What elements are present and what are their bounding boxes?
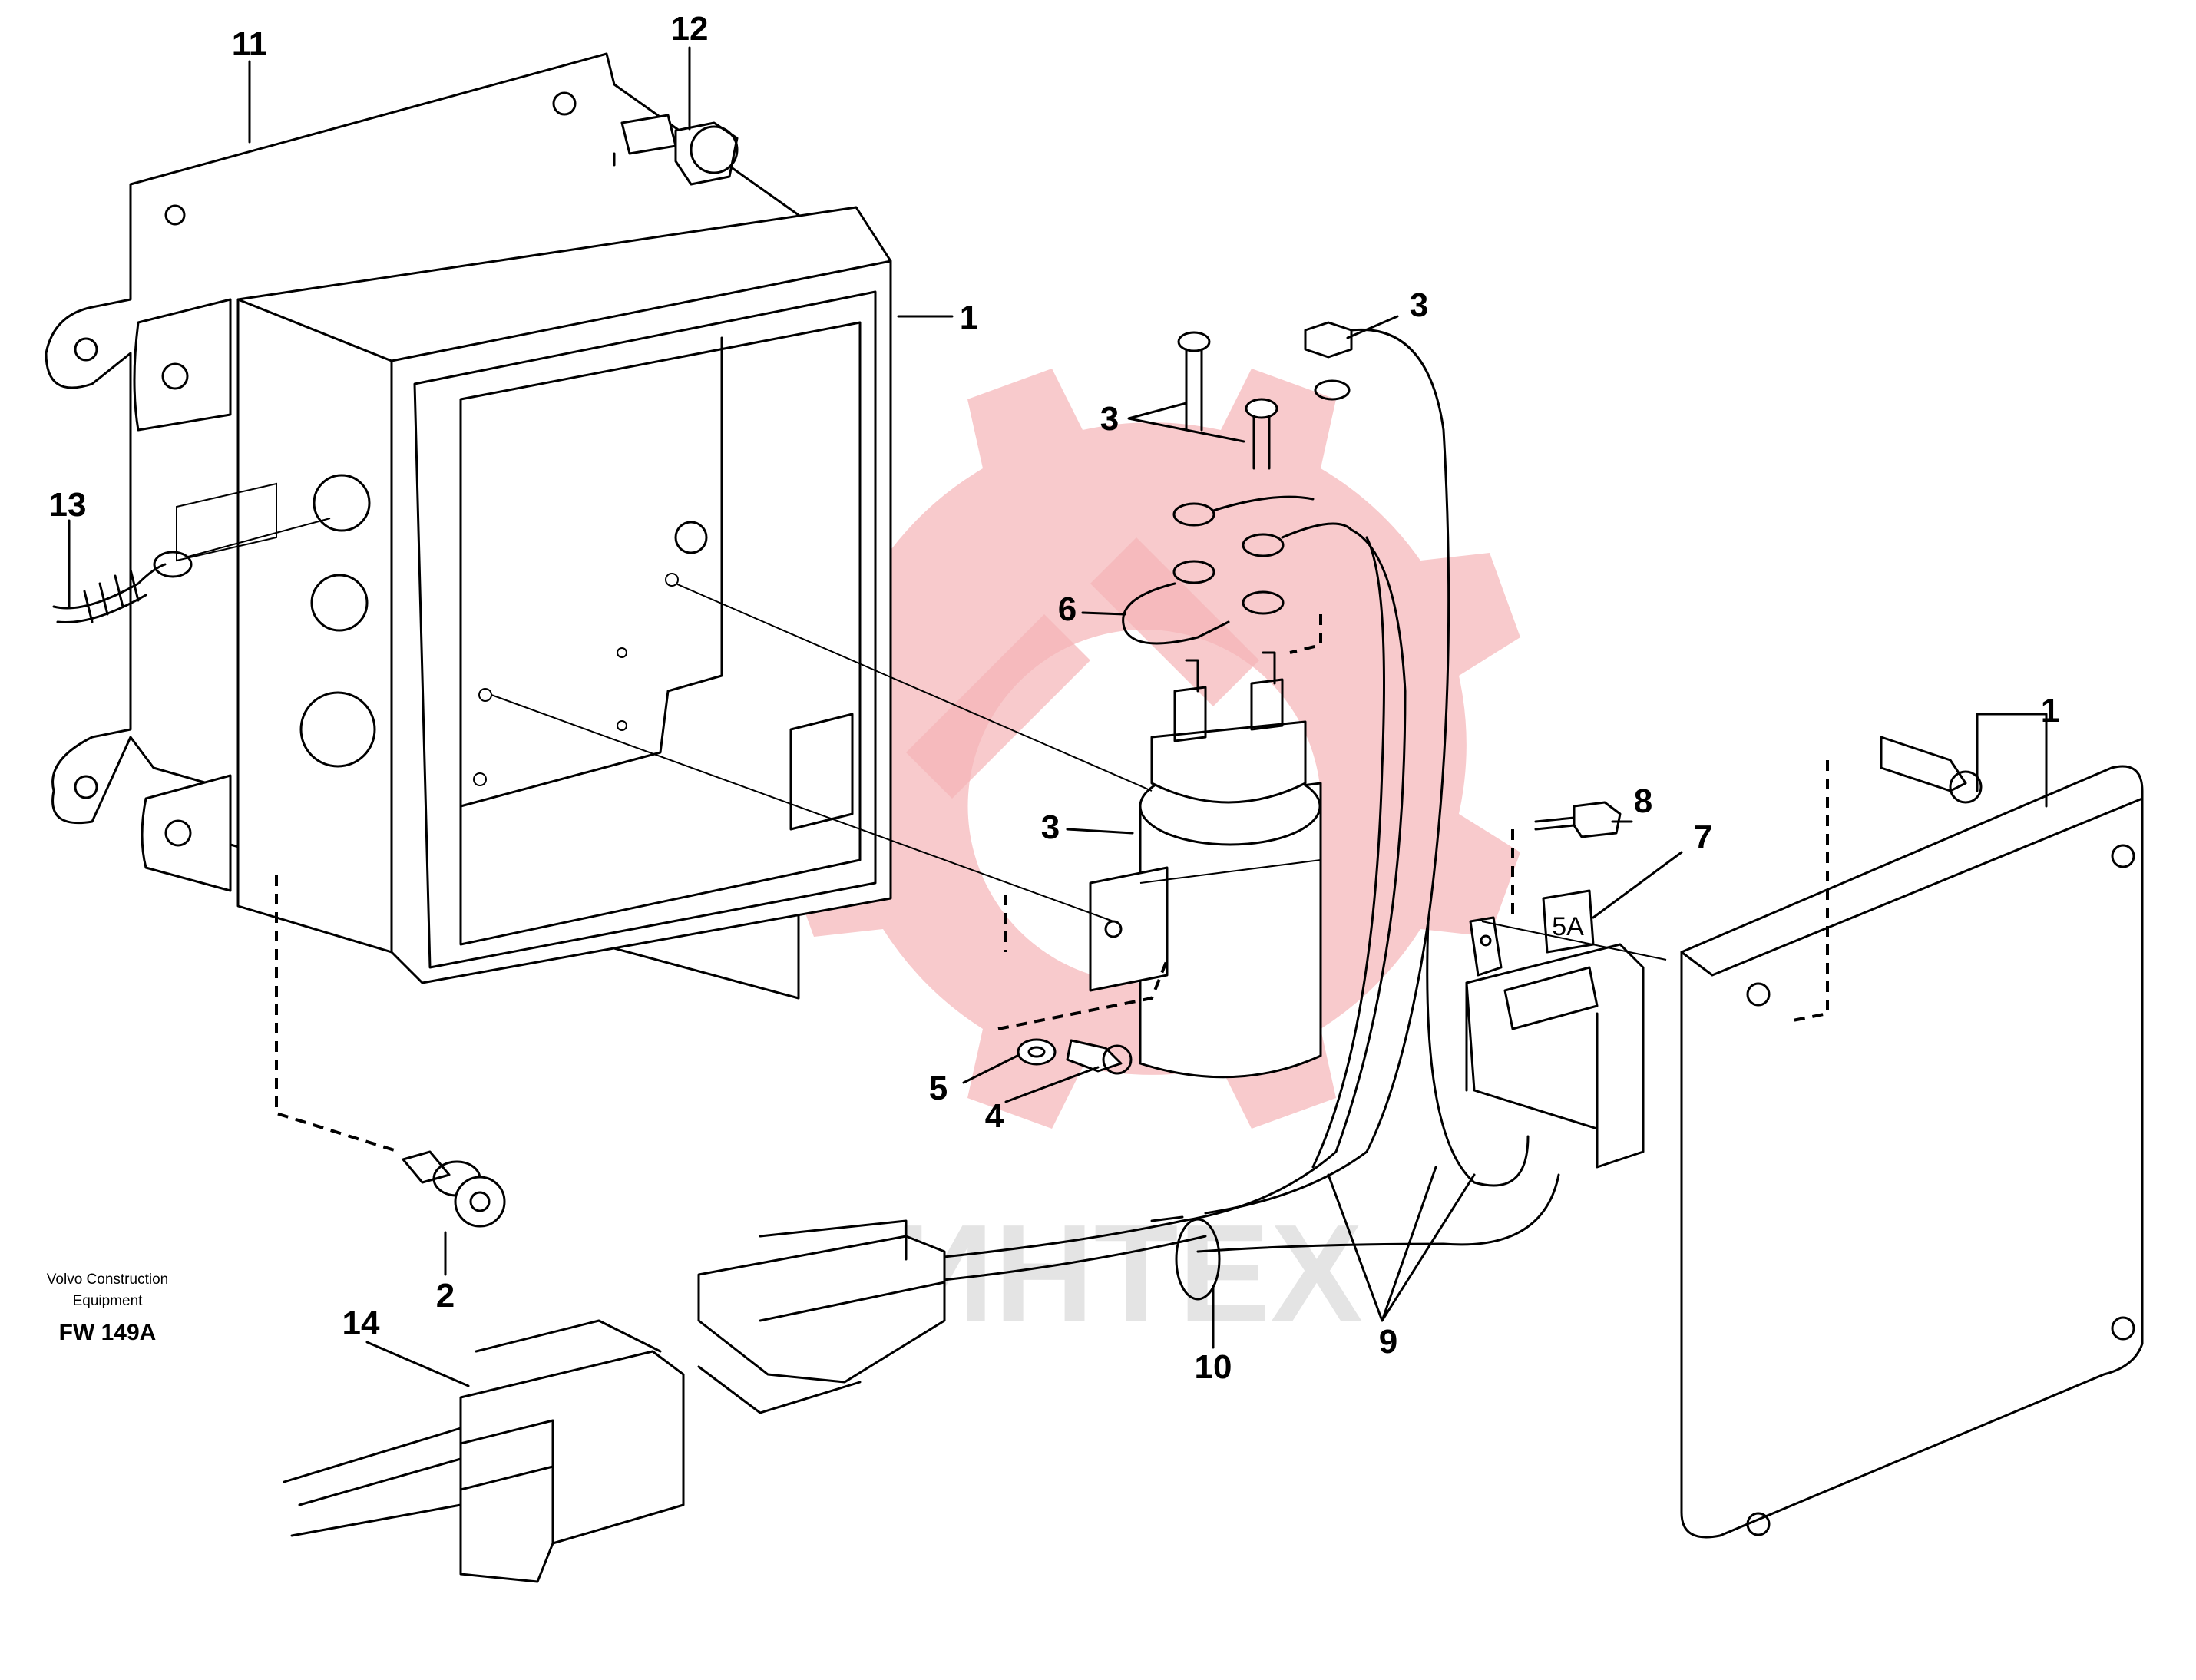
dashed-leaders [275,583,1829,1153]
callout-10: 10 [1195,1348,1232,1386]
callout-2: 2 [436,1277,455,1315]
callout-6: 6 [1058,590,1077,628]
callout-leaders [68,46,2048,1387]
callout-11: 11 [232,25,268,63]
callout-1-box: 1 [960,299,978,336]
fastener-4-5 [1017,1038,1133,1075]
cable-tie-10 [1150,1215,1221,1301]
callout-14: 14 [342,1305,380,1342]
callout-3-relay: 3 [1041,809,1060,846]
wires-9 [920,328,1560,1284]
callout-13: 13 [49,486,87,524]
credit-line-2: Equipment [73,1293,144,1309]
watermark-text: ИНТЕХ [895,1196,1362,1351]
callout-3-nut: 3 [1410,286,1428,324]
ground-wire-13 [52,518,331,624]
fastener-2 [402,1150,506,1228]
callout-7: 7 [1694,819,1712,856]
terminal-screws-3 [1177,321,1353,470]
connector-14 [283,1219,946,1583]
callout-3-screws: 3 [1100,400,1119,438]
figure-code: FW 149A [59,1320,157,1345]
callout-5: 5 [929,1070,948,1107]
terminal-washers [1122,495,1353,645]
credit-line-1: Volvo Construction [47,1272,168,1288]
callout-9: 9 [1379,1323,1397,1361]
callout-8: 8 [1634,782,1652,820]
callout-1-cover: 1 [2041,692,2059,729]
screw-12 [613,114,739,186]
callout-12: 12 [671,10,709,48]
electrical-box [133,206,892,984]
callout-4: 4 [985,1097,1004,1135]
watermark-logo [783,369,1520,1129]
relay-condenser [1089,651,1322,1079]
cover-plate [1680,736,2144,1539]
